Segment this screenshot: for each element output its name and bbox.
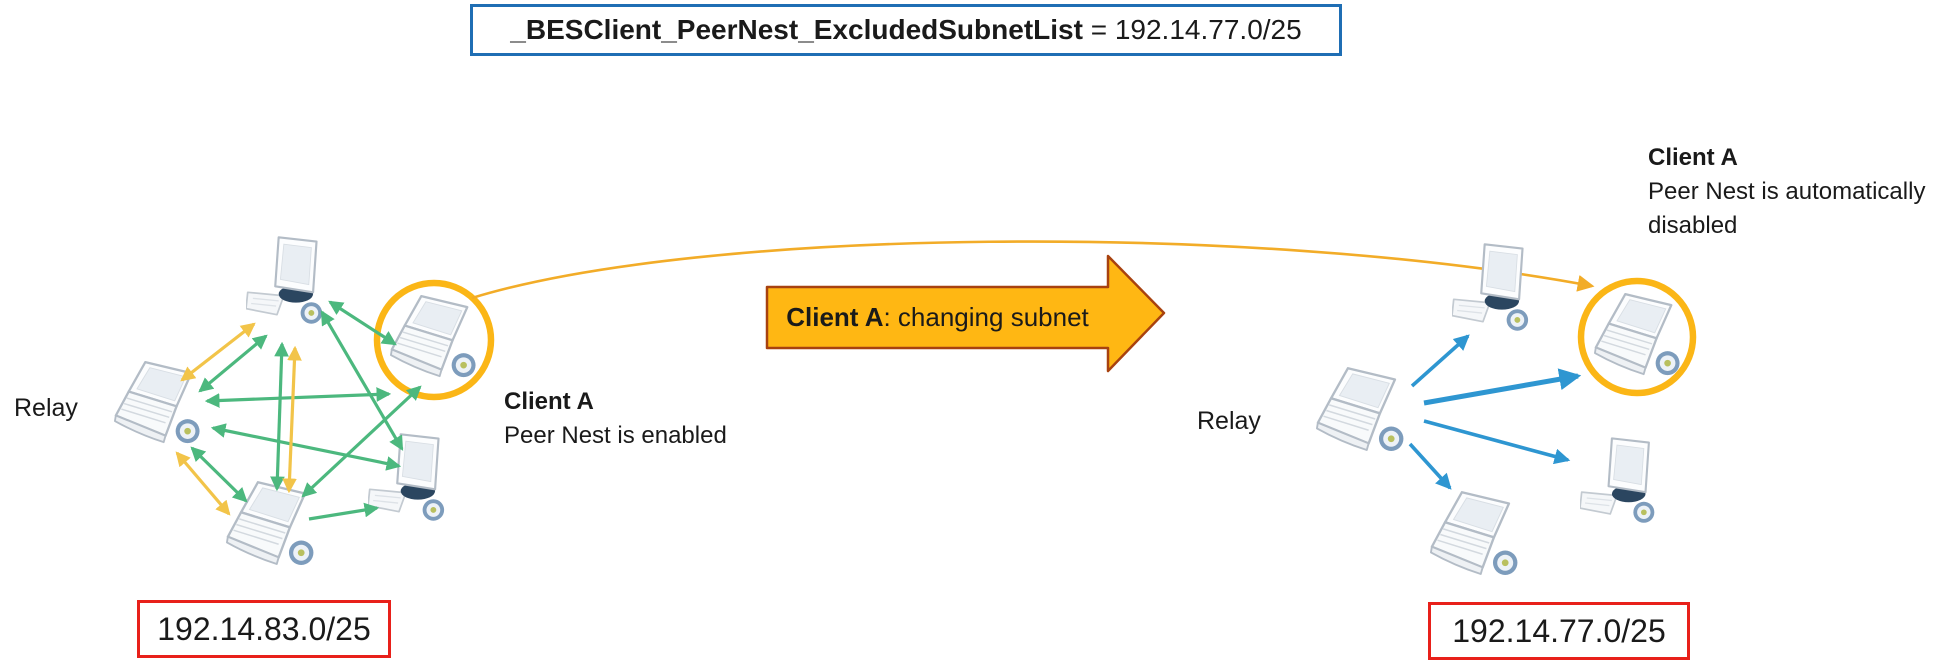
left-subnet-diagram: [114, 236, 495, 567]
left-client-a-title: Client A: [504, 388, 594, 415]
left-client-desktop-right-icon: [368, 433, 446, 522]
right-subnet-value: 192.14.77.0/25: [1452, 612, 1666, 649]
setting-banner: _BESClient_PeerNest_ExcludedSubnetList =…: [470, 4, 1342, 56]
setting-name: _BESClient_PeerNest_ExcludedSubnetList: [510, 14, 1083, 45]
right-relay-to-client-links: [1408, 334, 1582, 490]
right-client-a-caption: Client A Peer Nest is automatically disa…: [1648, 141, 1926, 243]
right-client-laptop-bottom-icon: [1430, 491, 1519, 577]
left-peer-mesh-links: [190, 300, 422, 521]
left-relay-label: Relay: [14, 394, 78, 422]
client-a-highlight-circle-right: [1577, 277, 1697, 397]
right-relay-label: Relay: [1197, 407, 1261, 435]
transition-arrow-label: Client A: changing subnet: [767, 287, 1108, 348]
transition-client-name: Client A: [786, 302, 884, 332]
right-client-a-laptop-icon: [1594, 292, 1681, 377]
left-client-a-status: Peer Nest is enabled: [504, 422, 727, 449]
right-relay-laptop-icon: [1316, 367, 1405, 453]
right-client-desktop-bottom-icon: [1580, 437, 1656, 524]
left-relay-links: [175, 322, 302, 516]
left-subnet-box: 192.14.83.0/25: [137, 600, 391, 658]
left-subnet-value: 192.14.83.0/25: [157, 610, 371, 647]
right-subnet-diagram: [1316, 243, 1697, 577]
right-client-desktop-top-icon: [1452, 243, 1530, 332]
transition-arrow-shape: [765, 254, 1166, 373]
left-client-a-laptop-icon: [390, 294, 477, 379]
left-client-desktop-top-icon: [246, 236, 324, 325]
transition-action: : changing subnet: [883, 302, 1089, 332]
right-client-a-title: Client A: [1648, 144, 1738, 171]
setting-separator: =: [1082, 14, 1115, 45]
left-client-a-caption: Client A Peer Nest is enabled: [504, 385, 727, 453]
right-client-a-status: Peer Nest is automatically disabled: [1648, 178, 1926, 239]
setting-value: 192.14.77.0/25: [1114, 14, 1302, 45]
right-subnet-box: 192.14.77.0/25: [1428, 602, 1690, 660]
subnet-change-curve: [471, 240, 1595, 300]
